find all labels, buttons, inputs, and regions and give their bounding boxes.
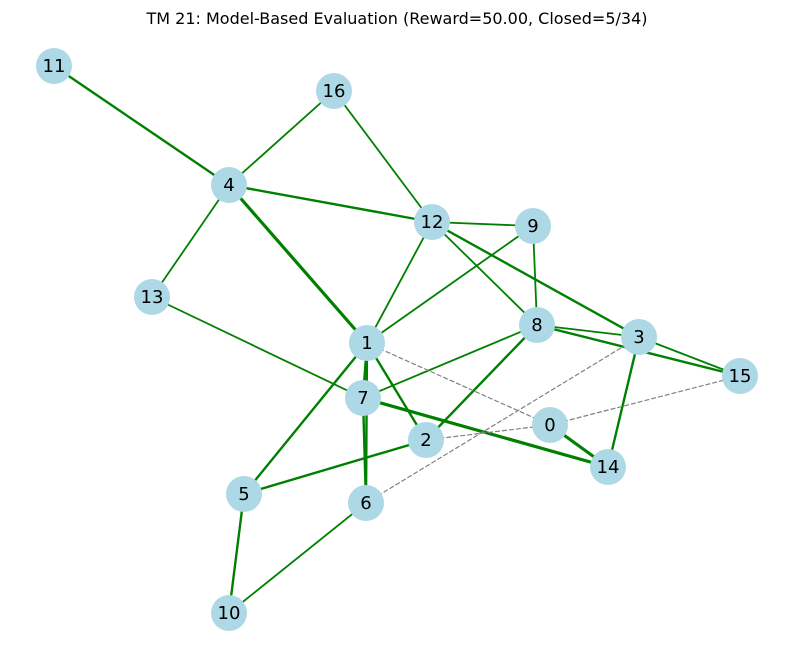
- chart-title: TM 21: Model-Based Evaluation (Reward=50…: [146, 9, 648, 28]
- node-4: 4: [211, 167, 247, 203]
- node-circle-11: [36, 48, 72, 84]
- edge-5-10: [227, 492, 246, 615]
- node-circle-0: [532, 407, 568, 443]
- edge-8-7: [362, 324, 538, 399]
- edge-6-3: [365, 336, 640, 504]
- node-10: 10: [211, 595, 247, 631]
- edge-1-2: [365, 341, 428, 442]
- node-label-9: 9: [527, 216, 538, 237]
- node-14: 14: [590, 449, 626, 485]
- node-12: 12: [414, 204, 450, 240]
- node-circle-8: [519, 307, 555, 343]
- node-label-12: 12: [421, 212, 444, 233]
- edge-1-5: [242, 341, 369, 496]
- node-circle-1: [349, 325, 385, 361]
- node-label-15: 15: [729, 366, 752, 387]
- edge-4-13: [151, 184, 230, 298]
- node-label-4: 4: [223, 175, 234, 196]
- edge-5-2: [242, 438, 428, 496]
- node-6: 6: [348, 485, 384, 521]
- node-circle-6: [348, 485, 384, 521]
- node-circle-9: [515, 208, 551, 244]
- node-label-14: 14: [597, 457, 620, 478]
- edge-6-10: [228, 502, 367, 614]
- edge-2-0: [425, 424, 551, 441]
- edge-9-1: [366, 225, 534, 344]
- node-0: 0: [532, 407, 568, 443]
- node-label-10: 10: [218, 603, 241, 624]
- node-label-1: 1: [361, 333, 372, 354]
- node-11: 11: [36, 48, 72, 84]
- edge-13-7: [151, 296, 364, 399]
- node-circle-12: [414, 204, 450, 240]
- node-2: 2: [408, 422, 444, 458]
- node-15: 15: [722, 358, 758, 394]
- node-circle-10: [211, 595, 247, 631]
- node-circle-16: [316, 73, 352, 109]
- node-label-16: 16: [323, 81, 346, 102]
- node-circle-5: [226, 476, 262, 512]
- edge-16-12: [333, 90, 433, 223]
- node-label-11: 11: [43, 56, 66, 77]
- node-5: 5: [226, 476, 262, 512]
- node-circle-7: [345, 380, 381, 416]
- node-label-6: 6: [360, 493, 371, 514]
- edge-0-15: [549, 375, 741, 426]
- edge-16-4: [228, 90, 335, 186]
- node-circle-2: [408, 422, 444, 458]
- edge-12-1: [366, 221, 433, 344]
- edge-3-15: [638, 336, 741, 377]
- edge-1-0: [366, 342, 551, 426]
- node-8: 8: [519, 307, 555, 343]
- node-label-8: 8: [531, 315, 542, 336]
- node-circle-14: [590, 449, 626, 485]
- node-label-5: 5: [238, 484, 249, 505]
- node-1: 1: [349, 325, 385, 361]
- node-label-3: 3: [633, 327, 644, 348]
- node-label-13: 13: [141, 287, 164, 308]
- node-circle-3: [621, 319, 657, 355]
- node-circle-4: [211, 167, 247, 203]
- node-16: 16: [316, 73, 352, 109]
- node-label-0: 0: [544, 415, 555, 436]
- edge-4-12: [227, 183, 434, 224]
- edge-12-8: [431, 221, 538, 326]
- node-circle-15: [722, 358, 758, 394]
- node-13: 13: [134, 279, 170, 315]
- node-9: 9: [515, 208, 551, 244]
- node-label-7: 7: [357, 388, 368, 409]
- node-7: 7: [345, 380, 381, 416]
- edge-3-14: [606, 335, 641, 469]
- node-3: 3: [621, 319, 657, 355]
- node-circle-13: [134, 279, 170, 315]
- node-label-2: 2: [420, 430, 431, 451]
- edge-4-1: [227, 183, 369, 345]
- edge-11-4: [52, 64, 231, 187]
- edge-8-2: [424, 323, 539, 442]
